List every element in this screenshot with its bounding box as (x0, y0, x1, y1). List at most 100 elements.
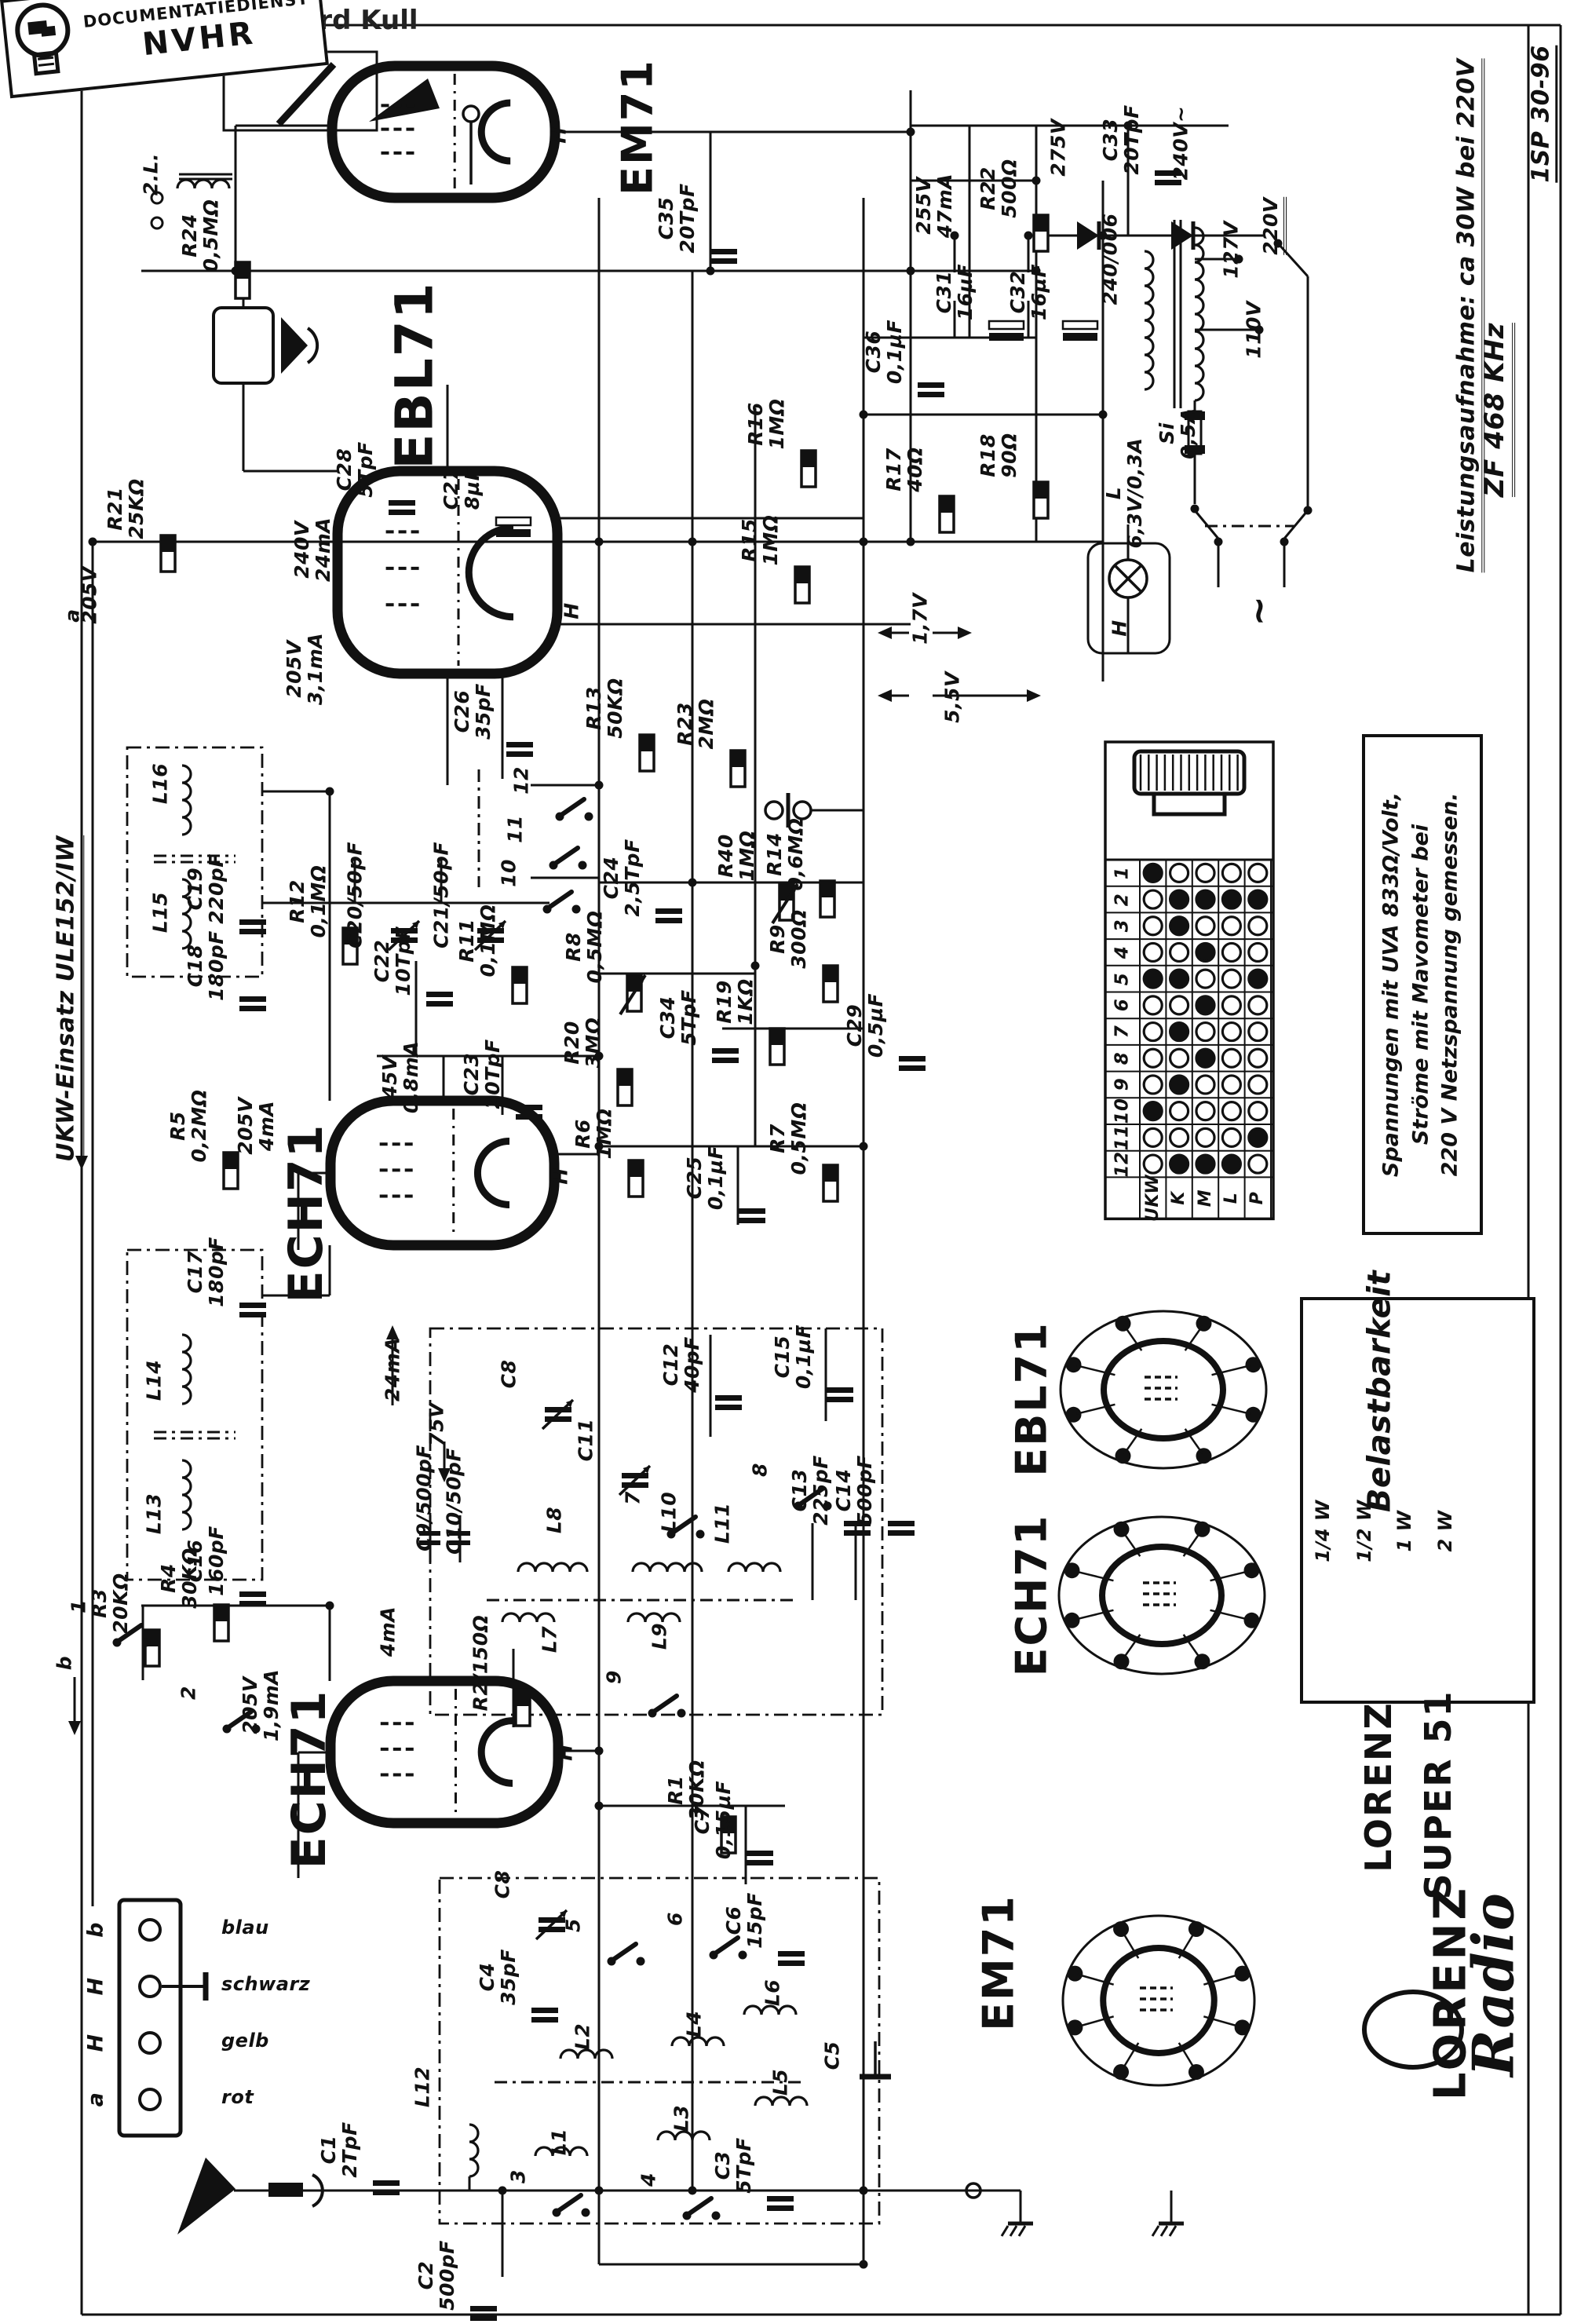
switch-contact-closed (1168, 968, 1190, 989)
switch-contact-closed (1142, 862, 1163, 883)
socket-pin-lead (1184, 1325, 1203, 1351)
switch-contact-open (1142, 1074, 1163, 1095)
socket-pin (1243, 1612, 1260, 1628)
component-8: 8 (748, 1463, 772, 1477)
socket-pin-lead (1184, 1428, 1203, 1455)
rectifier-diode-icon (1171, 221, 1193, 250)
switch-contact-open (1195, 1127, 1216, 1148)
switch-contact-open (1168, 941, 1190, 963)
arrowhead (1027, 689, 1041, 702)
socket-pin-lead (1077, 2015, 1115, 2028)
socket-pin (1245, 1357, 1261, 1373)
coil (656, 2130, 711, 2141)
component-L16: L16 (148, 762, 172, 805)
arrowhead (386, 1325, 399, 1339)
switch-contact-closed (1168, 1153, 1190, 1175)
component-L11: L11 (710, 1502, 734, 1544)
coil (559, 2048, 614, 2059)
shield-box (126, 746, 264, 978)
switch-contact-open (1168, 1101, 1190, 1122)
band-label-M: M (1195, 1189, 1215, 1208)
annotation: 220V (1259, 197, 1287, 255)
tube-socket-EM71 (1061, 1914, 1256, 2087)
tube-socket-EBL71 (1059, 1310, 1268, 1470)
annotation: 5,5V (940, 671, 964, 723)
band-selector-knob (1152, 794, 1227, 817)
component-L10: L10 (657, 1491, 681, 1533)
component-2: 2 (177, 1686, 200, 1700)
switch-contact-open (1247, 1021, 1269, 1043)
component-3: 3 (506, 2169, 530, 2183)
switch-contact-closed (1142, 968, 1163, 989)
component-L13: L13 (142, 1493, 166, 1535)
tube-heater (477, 99, 511, 165)
switch-contact-closed (1195, 941, 1216, 963)
socket-pin (1064, 1612, 1080, 1628)
tube-heater (465, 524, 514, 621)
legend-label-1/2W: 1/2 W (1353, 1500, 1376, 1562)
socket-pin-lead (1210, 1609, 1250, 1621)
junction-dot (594, 1746, 604, 1756)
component-L9: L9 (648, 1622, 671, 1650)
legend-label-2W: 2 W (1434, 1510, 1457, 1552)
junction-dot (1254, 325, 1264, 334)
arrowhead (75, 1156, 88, 1170)
tube-label-EBL71: EBL71 (384, 281, 445, 470)
contact-number: 11 (1112, 1124, 1133, 1151)
earth-ground-icon (1159, 2225, 1169, 2237)
junction-dot (1214, 537, 1223, 546)
switch-contact-closed (1221, 1153, 1243, 1175)
switch-contact-closed (1142, 1101, 1163, 1122)
switch-contact-open (1221, 1101, 1243, 1122)
component-C11: C11 (574, 1418, 597, 1462)
pickup-jack-icon (764, 800, 784, 820)
socket-pin-lead (1203, 2015, 1240, 2028)
wire (1276, 242, 1309, 278)
socket-pin-lead (1077, 1973, 1115, 1986)
socket-pin (1115, 1448, 1131, 1464)
junction-dot (750, 961, 760, 970)
terminal-circle (150, 191, 164, 205)
socket-pin (1067, 1965, 1083, 1982)
socket-pin-lead (1210, 1570, 1250, 1582)
dial-lamp-box (1086, 542, 1171, 655)
contact-number: 4 (1112, 945, 1133, 959)
tube-socket-ECH71 (1057, 1515, 1266, 1675)
socket-pin-lead (1211, 1365, 1251, 1376)
antenna-coupler (312, 2173, 324, 2208)
tube-label-ECH71: ECH71 (279, 1123, 334, 1303)
coil (743, 2004, 798, 2015)
junction-dot (594, 1801, 604, 1811)
switch-contact-open (1247, 862, 1269, 883)
magic-eye-wedge (369, 79, 440, 122)
junction-dot (594, 780, 604, 790)
component-L1: L1 (547, 2128, 571, 2156)
annotation: 1,7V (908, 593, 932, 645)
connector-hole (138, 2031, 162, 2055)
component-C5: C5 (820, 2041, 844, 2070)
junction-dot (1190, 504, 1199, 513)
connector-terminal-H: H (83, 1977, 108, 1996)
switch-contact-open (1195, 968, 1216, 989)
speaker-icon (306, 327, 319, 364)
wire (1283, 510, 1309, 539)
socket-pin-lead (1074, 1609, 1114, 1621)
component-6: 6 (663, 1912, 687, 1926)
band-label-K: K (1169, 1191, 1189, 1205)
component-a: a (60, 608, 84, 623)
coil (626, 1612, 681, 1623)
switch-contact-open (1221, 915, 1243, 937)
tube-envelope-EM71 (327, 60, 560, 203)
switch-contact-closed (1168, 889, 1190, 910)
annotation: 4mA (376, 1606, 400, 1657)
component-L7: L7 (538, 1625, 561, 1653)
socket-pin (1188, 1920, 1204, 1937)
